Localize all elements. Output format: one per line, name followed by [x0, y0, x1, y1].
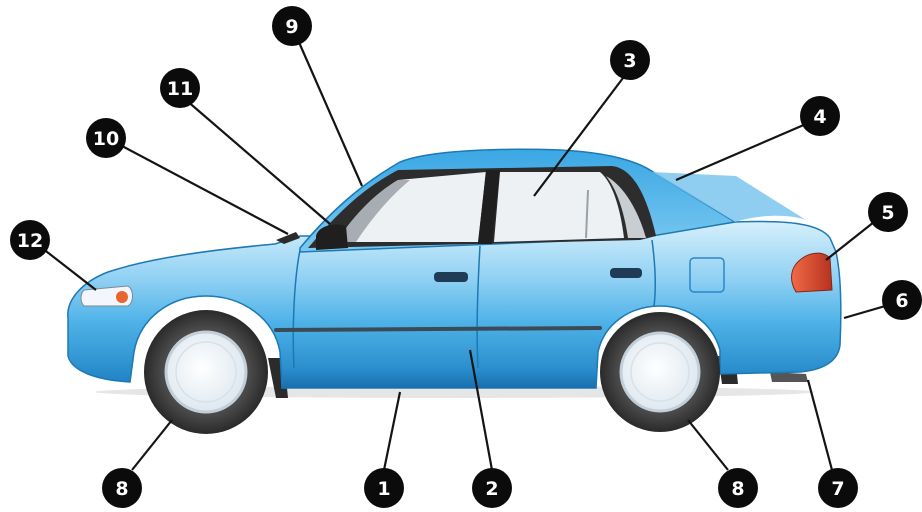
callout-1: 1 [364, 468, 404, 508]
front-door-handle [434, 272, 468, 282]
callout-9: 9 [272, 6, 312, 46]
callout-1-number: 1 [377, 478, 390, 500]
rear-wheel [600, 312, 720, 432]
rocker-panel [282, 368, 596, 388]
callout-4-number: 4 [813, 106, 826, 128]
callout-12: 12 [10, 220, 50, 260]
callout-8-rear: 8 [718, 468, 758, 508]
leader-line-9 [298, 40, 362, 186]
front-wheel [144, 310, 268, 434]
callout-4: 4 [800, 96, 840, 136]
leader-line-12 [42, 248, 96, 290]
leader-line-7 [808, 380, 832, 470]
leader-line-11 [186, 100, 330, 224]
car [68, 149, 841, 434]
leader-line-8b [688, 420, 728, 470]
callout-2-number: 2 [485, 478, 498, 500]
leader-line-4 [676, 124, 806, 180]
callout-3: 3 [610, 40, 650, 80]
leader-line-5 [826, 222, 874, 260]
rear-window [494, 172, 624, 242]
callout-12-number: 12 [17, 230, 43, 252]
leader-line-1 [384, 392, 400, 470]
callout-10: 10 [86, 118, 126, 158]
callout-5: 5 [868, 192, 908, 232]
headlight-turn-signal [116, 291, 128, 303]
leader-line-8a [132, 420, 172, 470]
callout-6-number: 6 [895, 290, 908, 312]
leader-line-10 [122, 146, 288, 234]
callout-2: 2 [472, 468, 512, 508]
callout-8-rear-number: 8 [731, 478, 744, 500]
body-side-molding [276, 328, 600, 330]
callout-3-number: 3 [623, 50, 636, 72]
callout-10-number: 10 [93, 128, 119, 150]
callout-8-front: 8 [102, 468, 142, 508]
callout-11-number: 11 [167, 78, 193, 100]
callout-5-number: 5 [881, 202, 894, 224]
callout-11: 11 [160, 68, 200, 108]
callout-8-front-number: 8 [115, 478, 128, 500]
rear-door-handle [610, 268, 642, 278]
exhaust-pipe [770, 372, 808, 382]
callout-6: 6 [882, 280, 922, 320]
callout-9-number: 9 [285, 16, 298, 38]
callout-7-number: 7 [831, 478, 844, 500]
callout-7: 7 [818, 468, 858, 508]
